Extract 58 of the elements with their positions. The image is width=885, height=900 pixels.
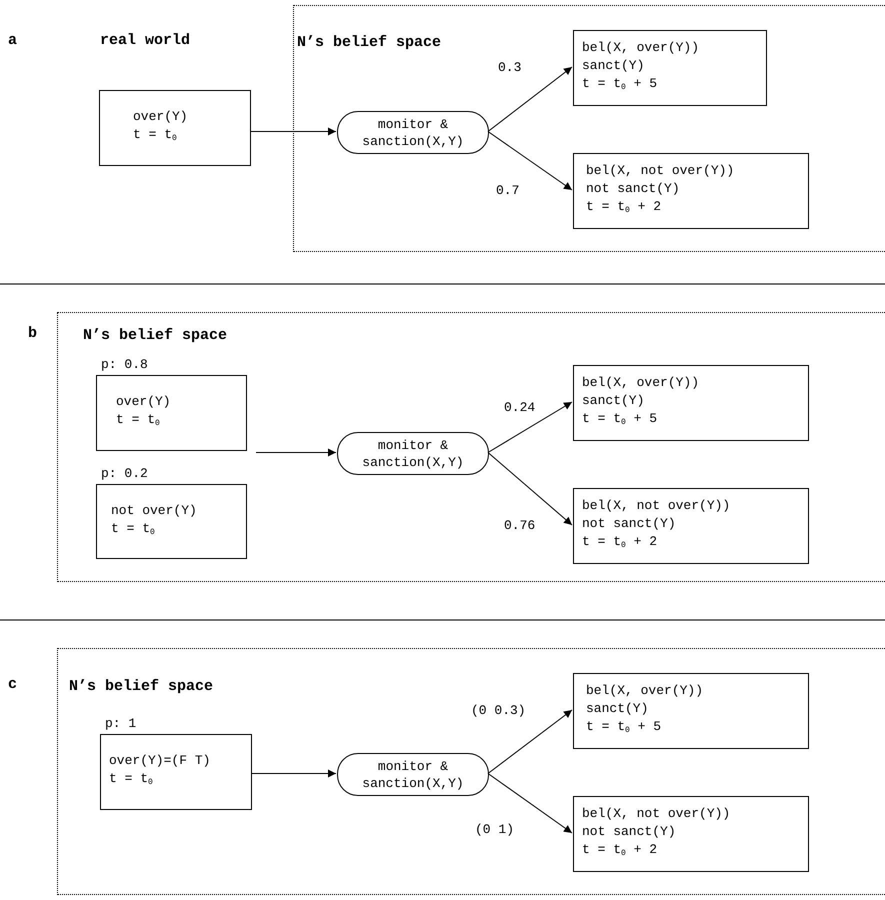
arrow [488, 66, 572, 132]
process-box [573, 365, 809, 441]
box-text: not sanct(Y) [582, 823, 677, 841]
box-text: t = t$_{0}$ + 2 [586, 198, 662, 217]
probability-label: p: 0.8 [101, 357, 148, 372]
section-heading: real world [100, 32, 190, 49]
arrow [488, 402, 572, 453]
box-text: over(Y)=(F T) [109, 752, 212, 770]
box-text: monitor & sanction(X,Y) [361, 758, 465, 792]
rounded-process-box [337, 111, 489, 154]
process-box [573, 153, 809, 229]
box-text: monitor & sanction(X,Y) [361, 116, 465, 150]
box-text: t = t$_{0}$ + 2 [582, 841, 658, 860]
box-text: over(Y) [116, 393, 172, 411]
arrow [488, 773, 572, 834]
box-text: bel(X, over(Y)) [586, 682, 704, 700]
box-text: t = t$_{0}$ [116, 411, 161, 430]
box-text: over(Y) [133, 108, 189, 126]
arrow [488, 452, 572, 526]
panel-letter: c [8, 676, 18, 693]
probability-label: p: 1 [105, 716, 136, 731]
panel-heading: N’s belief space [297, 34, 442, 51]
rounded-process-box [337, 753, 489, 796]
box-text: sanct(Y) [582, 392, 646, 410]
box-text: t = t$_{0}$ + 2 [582, 533, 658, 552]
process-box [573, 796, 809, 872]
box-text: t = t$_{0}$ [109, 770, 154, 789]
box-text: not sanct(Y) [586, 180, 681, 198]
probability-label: p: 0.2 [101, 466, 148, 481]
box-text: not sanct(Y) [582, 515, 677, 533]
box-text: t = t$_{0}$ [111, 520, 156, 538]
panel-heading: N’s belief space [69, 678, 214, 695]
arrow [488, 131, 572, 190]
panel-letter: b [28, 325, 38, 342]
box-text: t = t$_{0}$ [133, 126, 178, 145]
process-box [573, 488, 809, 564]
panel-heading: N’s belief space [83, 327, 228, 344]
arrow [250, 770, 336, 778]
process-box [573, 673, 809, 749]
box-text: t = t$_{0}$ + 5 [582, 75, 658, 94]
rounded-process-box [337, 432, 489, 475]
box-text: t = t$_{0}$ + 5 [586, 718, 662, 737]
process-box [573, 30, 767, 106]
box-text: not over(Y) [111, 502, 198, 520]
box-text: bel(X, over(Y)) [582, 374, 700, 392]
box-text: bel(X, not over(Y)) [582, 805, 732, 823]
box-text: bel(X, not over(Y)) [586, 162, 736, 180]
arrow [256, 448, 336, 456]
box-text: sanct(Y) [586, 700, 650, 718]
box-text: bel(X, over(Y)) [582, 39, 700, 57]
box-text: sanct(Y) [582, 57, 646, 75]
arrow [250, 128, 336, 136]
box-text: bel(X, not over(Y)) [582, 497, 732, 515]
arrow [488, 710, 572, 774]
panel-letter: a [8, 32, 18, 49]
process-box [99, 90, 251, 166]
box-text: monitor & sanction(X,Y) [361, 436, 465, 470]
box-text: t = t$_{0}$ + 5 [582, 410, 658, 429]
